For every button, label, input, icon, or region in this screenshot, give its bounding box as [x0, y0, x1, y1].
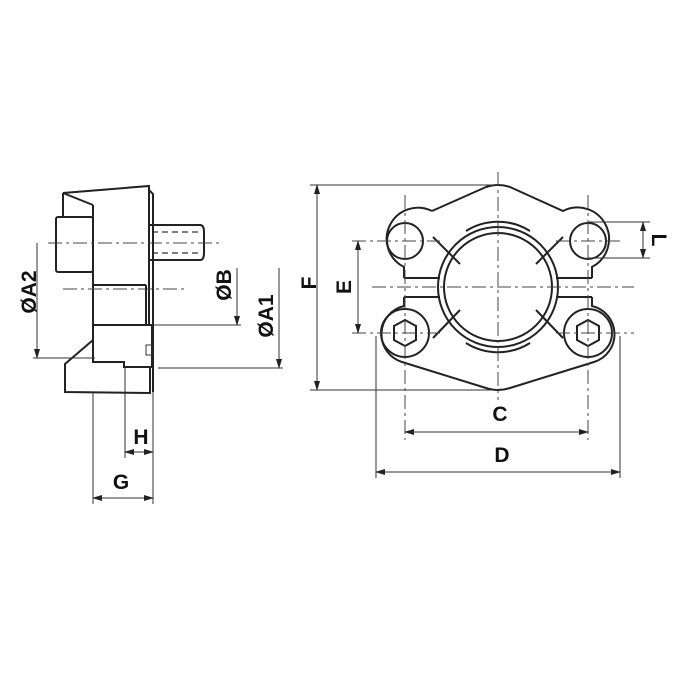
- label-b: ØB: [213, 269, 236, 301]
- label-a1: ØA1: [255, 294, 278, 338]
- bolt-head: [55, 216, 94, 273]
- label-g: G: [113, 471, 129, 494]
- section-upper: [92, 324, 153, 368]
- label-a2: ØA2: [18, 270, 41, 313]
- section-lower: [64, 337, 151, 395]
- label-l: L: [647, 234, 670, 247]
- label-h: H: [133, 426, 148, 449]
- clamp-body-outline: [62, 184, 150, 325]
- label-e: E: [333, 280, 356, 294]
- side-view: ØA2 ØB ØA1 H G: [18, 184, 283, 504]
- front-view: F E L C D: [298, 172, 670, 478]
- label-c: C: [492, 403, 507, 426]
- label-f: F: [298, 276, 321, 289]
- label-d: D: [494, 444, 509, 467]
